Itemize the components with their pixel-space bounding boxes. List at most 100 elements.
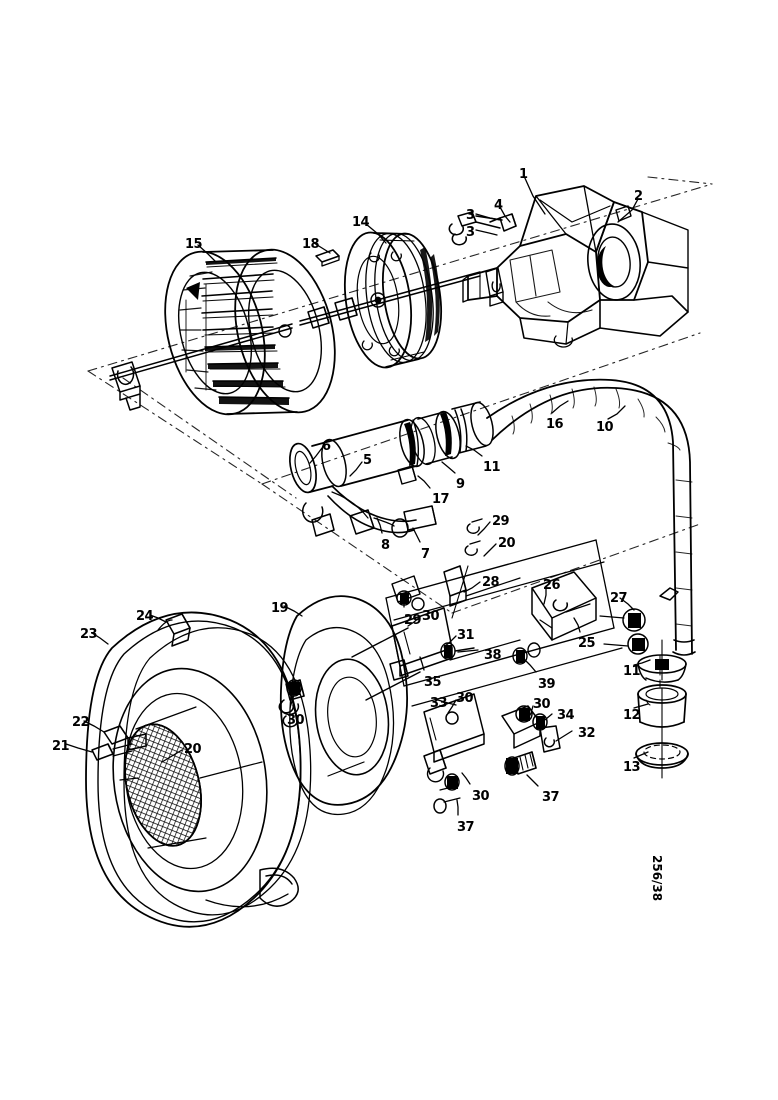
part-17-fitting <box>397 465 417 485</box>
callout-number-39: 39 <box>538 677 556 692</box>
lower-left-fasteners <box>423 749 461 814</box>
part-33-plate <box>423 693 485 763</box>
leader-line-17 <box>417 475 431 489</box>
part-24-latch <box>157 613 191 647</box>
leader-line-24 <box>149 614 167 623</box>
callout-number-29: 29 <box>492 514 510 529</box>
leader-line-34 <box>539 713 553 725</box>
leader-line-14 <box>365 223 387 244</box>
callout-number-30: 30 <box>472 789 490 804</box>
callout-number-32: 32 <box>578 726 596 741</box>
callout-number-21: 21 <box>52 739 70 754</box>
bearing-block-left <box>111 361 141 411</box>
leader-line-30 <box>461 772 471 785</box>
callout-number-9: 9 <box>456 477 465 492</box>
callout-number-6: 6 <box>322 439 331 454</box>
part-12-sleeve-stack <box>635 639 689 779</box>
callout-number-18: 18 <box>302 237 320 252</box>
part-27-clamp <box>599 608 649 655</box>
leader-line-16 <box>551 400 569 414</box>
drive-shaft-assembly <box>109 271 481 411</box>
callout-number-11: 11 <box>483 460 501 475</box>
leader-line-11 <box>633 659 651 666</box>
projection-guides <box>87 176 713 614</box>
part-28-clip <box>443 565 467 607</box>
callout-number-30: 30 <box>422 609 440 624</box>
leader-line-28 <box>463 581 481 593</box>
callout-number-14: 14 <box>352 215 370 230</box>
leader-line-6 <box>309 447 323 464</box>
leader-line-21 <box>65 743 93 753</box>
leader-line-7 <box>412 527 421 543</box>
callout-number-4: 4 <box>494 198 503 213</box>
callout-number-23: 23 <box>80 627 98 642</box>
leader-line-15 <box>197 244 217 263</box>
small-fasteners <box>464 518 483 556</box>
leader-line-32 <box>555 730 573 742</box>
callout-number-29: 29 <box>404 613 422 628</box>
part-34-bracket-cluster <box>501 705 561 776</box>
leader-line-18 <box>313 242 331 254</box>
callout-number-30: 30 <box>533 697 551 712</box>
part-1-gearbox-housing <box>448 185 689 348</box>
callout-number-1: 1 <box>519 167 528 182</box>
callout-number-27: 27 <box>610 591 628 606</box>
callout-number-26: 26 <box>543 578 561 593</box>
leader-line-10 <box>607 405 626 420</box>
leader-line-3 <box>475 213 501 221</box>
part-39-washers <box>512 642 541 665</box>
callout-number-25: 25 <box>578 636 596 651</box>
leader-line-37 <box>456 799 459 816</box>
leader-line-9 <box>441 461 456 474</box>
leader-line-23 <box>91 632 109 645</box>
leader-line-19 <box>283 605 303 617</box>
leader-line-39 <box>523 658 537 673</box>
part-5-intake-duct <box>289 401 494 538</box>
callout-number-2: 2 <box>634 189 643 204</box>
callout-number-3: 3 <box>466 225 475 240</box>
callout-number-31: 31 <box>457 628 475 643</box>
callout-number-33: 33 <box>430 696 448 711</box>
leader-line-4 <box>499 206 511 223</box>
callout-number-37: 37 <box>457 820 475 835</box>
leader-line-37 <box>526 774 539 787</box>
leader-line-30 <box>407 616 421 627</box>
leader-line-29 <box>477 521 491 536</box>
callout-number-34: 34 <box>557 708 575 723</box>
callout-number-13: 13 <box>623 760 641 775</box>
leader-line-30 <box>289 694 295 709</box>
callout-number-12: 12 <box>623 708 641 723</box>
part-10-air-hose <box>486 378 696 656</box>
part-15-blower-wheel <box>164 248 336 416</box>
callout-number-15: 15 <box>185 237 203 252</box>
leader-line-30 <box>447 699 457 714</box>
callout-number-20: 20 <box>184 742 202 757</box>
leader-line-27 <box>619 597 635 611</box>
callout-number-17: 17 <box>432 492 450 507</box>
leader-line-8 <box>376 517 383 534</box>
leader-line-26 <box>543 585 547 605</box>
callout-number-37: 37 <box>542 790 560 805</box>
leader-line-1 <box>523 175 546 215</box>
leader-line-31 <box>443 635 457 648</box>
callout-number-28: 28 <box>482 575 500 590</box>
callout-number-11: 11 <box>623 664 641 679</box>
callout-number-30: 30 <box>287 713 305 728</box>
callout-number-10: 10 <box>596 420 614 435</box>
callout-number-8: 8 <box>381 538 390 553</box>
callout-number-24: 24 <box>136 609 154 624</box>
callout-number-22: 22 <box>72 715 90 730</box>
part-7-drain-tube <box>302 485 437 538</box>
leader-line-20 <box>161 749 183 763</box>
figure-number: 256/38 <box>650 855 664 902</box>
callout-number-7: 7 <box>421 547 430 562</box>
leader-line-20 <box>483 543 497 557</box>
leader-line-30 <box>527 705 534 720</box>
shaft-collar <box>307 297 358 329</box>
callout-number-38: 38 <box>484 648 502 663</box>
leader-line-3 <box>475 229 498 236</box>
callout-number-16: 16 <box>546 417 564 432</box>
leader-line-22 <box>83 720 105 733</box>
